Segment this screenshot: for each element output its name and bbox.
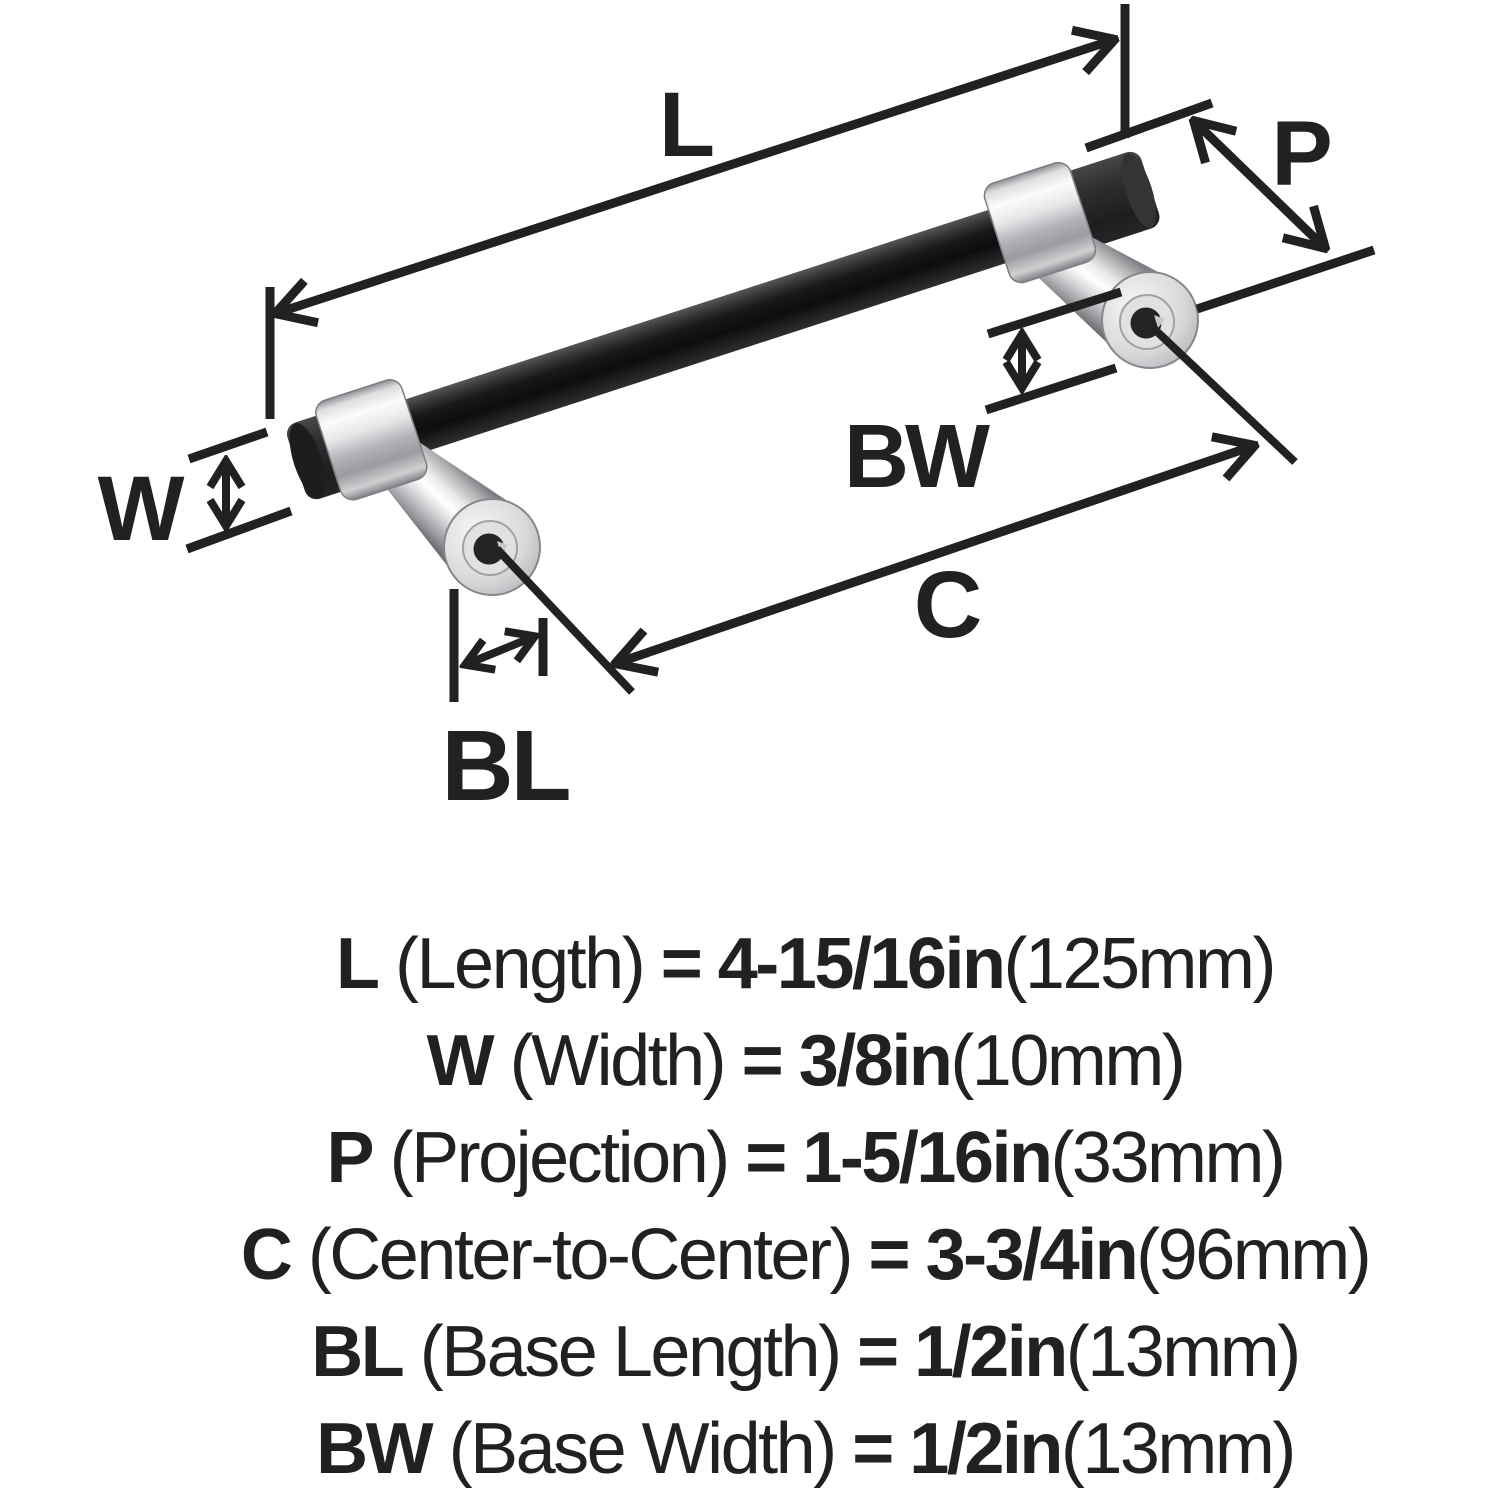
- dim-P-tick-top: [1084, 98, 1214, 153]
- left-screw-hole: [473, 533, 505, 565]
- spec-metric: (10mm): [950, 1021, 1186, 1101]
- spec-row-base-length: BL (Base Length) = 1/2in(13mm): [110, 1304, 1500, 1401]
- spec-desc: (Base Width): [448, 1409, 838, 1489]
- spec-row-center-to-center: C (Center-to-Center) = 3-3/4in(96mm): [110, 1207, 1500, 1304]
- spec-table: L (Length) = 4-15/16in(125mm) W (Width) …: [0, 916, 1500, 1498]
- dim-P-line: [1195, 122, 1324, 247]
- spec-desc: (Width): [509, 1021, 727, 1101]
- label-W: W: [98, 458, 185, 560]
- spec-row-projection: P (Projection) = 1-5/16in(33mm): [110, 1110, 1500, 1207]
- spec-value: 3-3/4in: [925, 1215, 1139, 1295]
- spec-code: BL: [311, 1312, 404, 1392]
- spec-value: 4-15/16in: [717, 924, 1006, 1004]
- spec-metric: (125mm): [1003, 924, 1276, 1004]
- spec-row-length: L (Length) = 4-15/16in(125mm): [110, 916, 1500, 1013]
- dim-L-line: [277, 40, 1113, 313]
- spec-desc: (Center-to-Center): [307, 1215, 854, 1295]
- spec-desc: (Base Length): [419, 1312, 842, 1392]
- spec-equals: =: [741, 1021, 784, 1101]
- right-screw-glint: [1154, 315, 1165, 328]
- spec-value: 1/2in: [909, 1409, 1063, 1489]
- bar-end-cap-right-face: [1121, 153, 1157, 228]
- spec-metric: (13mm): [1065, 1312, 1302, 1392]
- label-C: C: [914, 552, 983, 658]
- left-collar: [315, 379, 428, 501]
- spec-value: 3/8in: [798, 1021, 953, 1101]
- spec-row-width: W (Width) = 3/8in(10mm): [110, 1013, 1500, 1110]
- spec-metric: (13mm): [1060, 1409, 1297, 1489]
- pull-handle-dimension-diagram: L W P C BL BW: [98, 4, 1376, 822]
- label-P: P: [1271, 103, 1332, 205]
- spec-row-base-width: BW (Base Width) = 1/2in(13mm): [110, 1401, 1500, 1498]
- dim-BW-tick-bottom: [984, 363, 1118, 415]
- spec-code: C: [240, 1215, 293, 1295]
- dim-P-tick-bottom: [1195, 245, 1376, 314]
- dim-BL-arrow: [467, 637, 533, 664]
- spec-desc: (Length): [395, 924, 646, 1004]
- spec-value: 1/2in: [914, 1312, 1068, 1392]
- spec-equals: =: [660, 924, 703, 1004]
- bar-end-cap-left-face: [289, 423, 326, 498]
- spec-equals: =: [852, 1409, 894, 1489]
- leader-right-hole: [1147, 322, 1298, 465]
- dim-W-tick-bottom: [185, 506, 293, 554]
- spec-equals: =: [745, 1118, 787, 1198]
- dim-BW-tick-top: [986, 287, 1123, 339]
- spec-equals: =: [857, 1312, 899, 1392]
- spec-desc: (Projection): [389, 1118, 731, 1198]
- dim-C-line: [617, 446, 1253, 663]
- spec-value: 1-5/16in: [802, 1118, 1053, 1198]
- spec-equals: =: [868, 1215, 911, 1295]
- left-screw-glint: [497, 541, 508, 554]
- spec-code: BW: [316, 1409, 433, 1489]
- spec-code: L: [336, 924, 380, 1004]
- spec-metric: (33mm): [1050, 1118, 1286, 1198]
- spec-code: P: [326, 1118, 375, 1198]
- spec-metric: (96mm): [1136, 1215, 1372, 1295]
- dim-W-tick-top: [187, 427, 269, 464]
- spec-code: W: [426, 1021, 495, 1101]
- label-BL: BL: [441, 710, 569, 822]
- leader-left-hole: [494, 546, 635, 695]
- label-L: L: [659, 74, 715, 176]
- label-BW: BW: [844, 407, 990, 507]
